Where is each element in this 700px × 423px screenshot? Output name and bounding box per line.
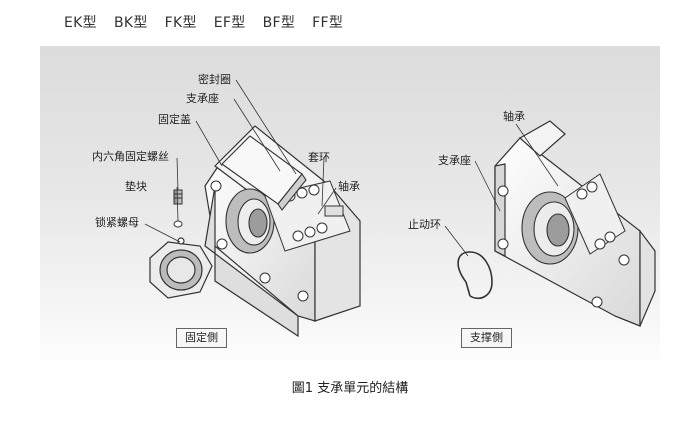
support-side-bearing <box>564 173 626 255</box>
label-fixed-housing: 支承座 <box>186 92 219 105</box>
snap-ring <box>457 251 493 300</box>
label-snap-ring: 止动环 <box>408 218 441 231</box>
label-collar: 套环 <box>308 151 330 164</box>
support-side-bore <box>521 191 579 265</box>
fixed-side-mount-holes <box>210 180 309 302</box>
label-support-bearing: 轴承 <box>503 110 525 123</box>
pad-piece <box>173 220 183 228</box>
fixed-side-title: 固定側 <box>176 328 227 348</box>
label-seal: 密封圈 <box>198 73 231 86</box>
series-type-5: FF型 <box>312 15 344 31</box>
label-fixed-bearing: 轴承 <box>338 180 360 193</box>
support-side-mount-holes <box>497 185 630 308</box>
label-cover: 固定盖 <box>158 113 191 126</box>
series-type-0: EK型 <box>64 15 97 31</box>
label-hex-screw: 内六角固定螺丝 <box>92 150 169 163</box>
fixed-side-bore <box>225 188 275 254</box>
series-type-2: FK型 <box>164 15 197 31</box>
support-side-title: 支撑側 <box>461 328 512 348</box>
support-unit-drawing <box>144 79 656 338</box>
label-support-housing: 支承座 <box>438 154 471 167</box>
diagram-panel: 密封圈 支承座 固定盖 内六角固定螺丝 垫块 锁紧螺母 套环 轴承 轴承 支承座… <box>40 46 660 371</box>
label-pad: 垫块 <box>125 180 147 193</box>
label-locknut: 锁紧螺母 <box>95 216 139 229</box>
series-type-4: BF型 <box>262 15 296 31</box>
series-type-3: EF型 <box>213 15 246 31</box>
support-side-leaders <box>444 123 559 257</box>
fixed-side-cover <box>221 135 307 211</box>
series-type-1: BK型 <box>113 15 148 31</box>
fixed-side-leaders <box>144 79 337 243</box>
figure-caption: 圖1 支承單元的結構 <box>291 381 409 396</box>
series-type-list: EK型 BK型 FK型 EF型 BF型 FF型 <box>64 12 343 32</box>
hex-screw <box>173 189 183 205</box>
locknut <box>149 237 213 299</box>
